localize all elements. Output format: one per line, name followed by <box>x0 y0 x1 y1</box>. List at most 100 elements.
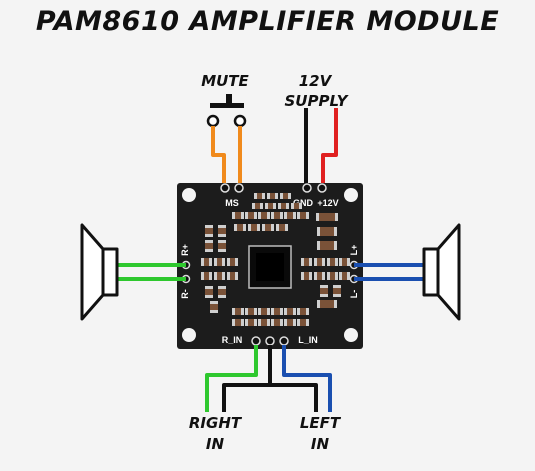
smd-pad <box>248 224 251 231</box>
smd-part <box>281 193 290 199</box>
smd-pad <box>241 308 244 315</box>
smd-pad <box>243 224 246 231</box>
smd-part <box>340 258 349 266</box>
mute-label: MUTE <box>201 72 249 90</box>
smd-pad <box>205 249 213 252</box>
smd-pad <box>335 272 338 280</box>
smd-part <box>277 224 287 231</box>
smd-pad <box>218 286 226 289</box>
smd-pad <box>201 272 204 280</box>
smd-pad <box>276 224 279 231</box>
smd-part <box>272 308 282 315</box>
smd-part <box>246 319 256 326</box>
smd-pad <box>320 285 328 288</box>
pin-label-ms: MS <box>225 198 239 208</box>
smd-pad <box>280 193 283 199</box>
smd-pad <box>299 203 302 209</box>
smd-pad <box>245 212 248 219</box>
smd-pad <box>271 212 274 219</box>
smd-part <box>215 272 224 280</box>
smd-part <box>233 308 243 315</box>
smd-pad <box>252 203 255 209</box>
smd-part <box>205 226 213 236</box>
smd-pad <box>285 224 288 231</box>
smd-pad <box>306 212 309 219</box>
smd-pad <box>293 308 296 315</box>
smd-pad <box>317 241 320 250</box>
smd-pad <box>232 319 235 326</box>
smd-pad <box>218 234 226 237</box>
smd-part <box>272 319 282 326</box>
smd-part <box>228 272 237 280</box>
smd-part <box>235 224 245 231</box>
smd-pad <box>271 308 274 315</box>
smd-pad <box>333 285 341 288</box>
smd-part <box>233 319 243 326</box>
smd-pad <box>267 193 270 199</box>
smd-part <box>285 319 295 326</box>
supply-wires <box>304 108 338 186</box>
push-button-icon <box>206 94 247 128</box>
smd-pad <box>267 212 270 219</box>
smd-part <box>328 258 337 266</box>
smd-pad <box>205 295 213 298</box>
smd-pad <box>347 258 350 266</box>
smd-part <box>317 213 337 221</box>
smd-part <box>285 212 295 219</box>
smd-part <box>318 241 336 250</box>
smd-pad <box>234 224 237 231</box>
smd-part <box>246 212 256 219</box>
diagram-title: PAM8610 AMPLIFIER MODULE <box>35 6 500 37</box>
smd-pad <box>275 193 278 199</box>
smd-pad <box>334 241 337 250</box>
amplifier-board: MS GND +12V R+ R- L+ L- R_IN L_IN <box>177 183 363 349</box>
smd-part <box>285 308 295 315</box>
smd-part <box>318 227 336 236</box>
smd-part <box>259 308 269 315</box>
smd-part <box>263 224 273 231</box>
right-input-label-in: IN <box>205 435 225 453</box>
smd-part <box>318 300 336 308</box>
smd-pad <box>347 272 350 280</box>
smd-pad <box>297 308 300 315</box>
smd-pad <box>241 212 244 219</box>
pin-label-l-in: L_IN <box>298 335 318 345</box>
mute-wires <box>211 126 242 186</box>
smd-part <box>302 272 311 280</box>
smd-pad <box>267 308 270 315</box>
input-header <box>251 336 289 346</box>
smd-pad <box>205 286 213 289</box>
smd-part <box>315 258 324 266</box>
smd-pad <box>258 319 261 326</box>
smd-pad <box>288 193 291 199</box>
right-speaker-wires <box>117 263 186 281</box>
smd-pad <box>205 225 213 228</box>
smd-pad <box>258 212 261 219</box>
smd-pad <box>335 213 338 221</box>
smd-pad <box>271 224 274 231</box>
supply-label: SUPPLY <box>284 92 348 110</box>
smd-components <box>201 193 350 326</box>
left-input-label: LEFT <box>299 414 341 432</box>
smd-part <box>253 203 262 209</box>
smd-pad <box>214 272 217 280</box>
smd-part <box>279 203 288 209</box>
pin-label-r-plus: R+ <box>180 244 190 256</box>
smd-pad <box>322 258 325 266</box>
pin-label-r-minus: R- <box>180 289 190 299</box>
smd-pad <box>218 295 226 298</box>
smd-part <box>266 203 275 209</box>
smd-pad <box>284 212 287 219</box>
smd-pad <box>210 301 218 304</box>
smd-pad <box>291 203 294 209</box>
left-speaker-wires <box>354 263 424 281</box>
smd-pad <box>227 272 230 280</box>
smd-pad <box>222 272 225 280</box>
smd-pad <box>286 203 289 209</box>
smd-pad <box>265 203 268 209</box>
smd-pad <box>293 212 296 219</box>
smd-part <box>218 226 226 236</box>
smd-pad <box>306 319 309 326</box>
smd-pad <box>320 294 328 297</box>
smd-part <box>298 308 308 315</box>
